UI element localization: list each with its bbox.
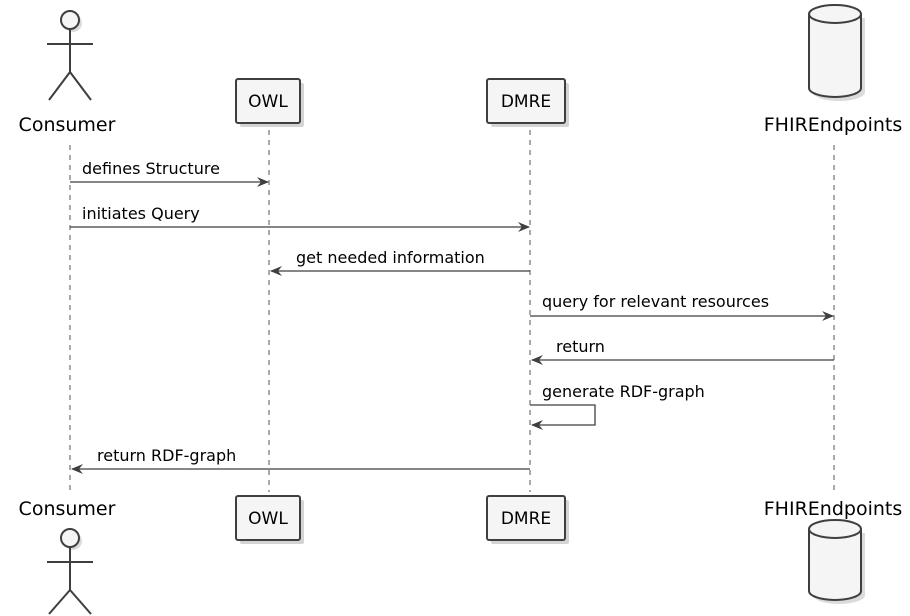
- message-get-needed-information: get needed information: [270, 248, 530, 276]
- lifelines: [69, 130, 835, 492]
- participant-fhir-top: FHIREndpoints: [764, 4, 902, 136]
- actor-icon: [47, 10, 93, 101]
- message-query-relevant-resources: query for relevant resources: [530, 292, 834, 321]
- participant-label: Consumer: [19, 498, 116, 520]
- participant-box: [486, 495, 566, 541]
- message-label: get needed information: [296, 248, 485, 267]
- message-label: initiates Query: [82, 204, 200, 223]
- participant-owl-bottom: OWL: [235, 495, 304, 544]
- participant-box: [486, 78, 566, 124]
- participant-fhir-bottom: FHIREndpoints: [764, 498, 902, 604]
- message-label: query for relevant resources: [542, 292, 769, 311]
- participant-dmre-top: DMRE: [486, 78, 569, 127]
- message-initiates-query: initiates Query: [70, 204, 530, 232]
- participant-label: Consumer: [19, 114, 116, 136]
- database-icon: [808, 4, 865, 101]
- participant-consumer-top: Consumer: [19, 10, 116, 136]
- message-generate-rdf-graph: generate RDF-graph: [530, 382, 705, 430]
- message-label: generate RDF-graph: [542, 382, 705, 401]
- message-return-rdf-graph: return RDF-graph: [71, 446, 530, 474]
- database-icon: [808, 519, 865, 604]
- message-label: defines Structure: [82, 159, 220, 178]
- participant-owl-top: OWL: [235, 78, 304, 127]
- message-defines-structure: defines Structure: [70, 159, 269, 187]
- participant-box: [235, 78, 301, 124]
- participant-label: FHIREndpoints: [764, 498, 902, 520]
- participant-label: DMRE: [501, 509, 551, 529]
- participant-dmre-bottom: DMRE: [486, 495, 569, 544]
- participant-label: FHIREndpoints: [764, 114, 902, 136]
- message-return: return: [531, 337, 834, 365]
- participant-label: DMRE: [501, 92, 551, 112]
- message-label: return RDF-graph: [97, 446, 236, 465]
- message-label: return: [556, 337, 605, 356]
- participant-label: OWL: [248, 92, 288, 112]
- participant-label: OWL: [248, 509, 288, 529]
- actor-icon: [47, 528, 93, 615]
- participant-box: [235, 495, 301, 541]
- participant-consumer-bottom: Consumer: [19, 498, 116, 615]
- message-arrow: [530, 404, 596, 430]
